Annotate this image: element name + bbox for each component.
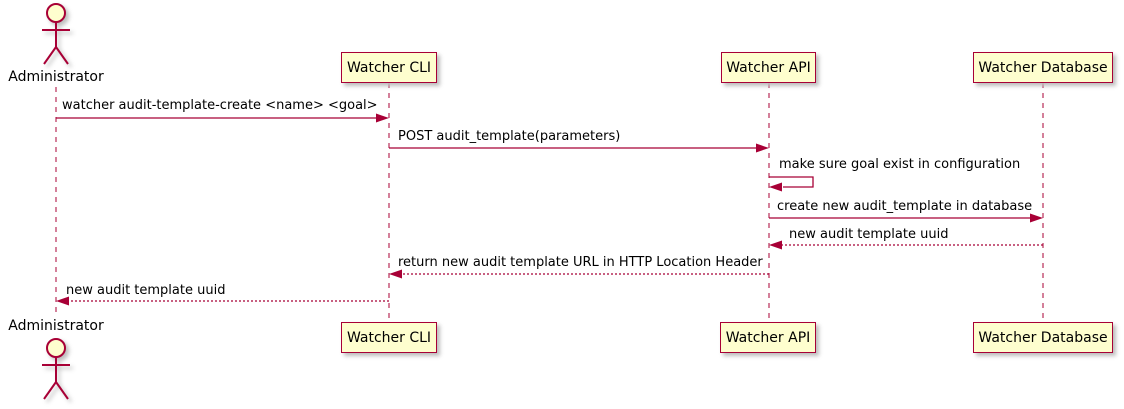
message-label-1: watcher audit-template-create <name> <go…: [62, 98, 378, 113]
actor-figure-bottom: [42, 338, 70, 400]
message-arrow-1: [56, 113, 389, 123]
actor-figure-top: [42, 3, 70, 65]
message-arrow-2: [389, 143, 769, 153]
participant-label: Watcher CLI: [346, 59, 432, 76]
participant-label: Watcher API: [726, 59, 811, 76]
participant-watcher-database-bottom: Watcher Database: [973, 322, 1113, 353]
message-arrow-5: [769, 240, 1043, 250]
participant-watcher-database-top: Watcher Database: [973, 52, 1113, 83]
message-label-7: new audit template uuid: [66, 283, 226, 298]
participant-label: Watcher Database: [978, 59, 1108, 76]
message-arrow-4: [769, 213, 1043, 223]
participant-watcher-cli-bottom: Watcher CLI: [341, 322, 437, 353]
message-label-4: create new audit_template in database: [777, 199, 1033, 214]
participant-label: Watcher API: [725, 329, 811, 346]
message-label-6: return new audit template URL in HTTP Lo…: [398, 255, 763, 270]
participant-label: Watcher CLI: [346, 329, 432, 346]
message-arrow-3-self: [769, 176, 814, 192]
actor-label-administrator-bottom: Administrator: [8, 318, 104, 334]
participant-watcher-cli-top: Watcher CLI: [341, 52, 437, 83]
participant-watcher-api-bottom: Watcher API: [720, 322, 816, 353]
message-label-5: new audit template uuid: [789, 227, 949, 242]
message-label-2: POST audit_template(parameters): [398, 129, 621, 144]
message-label-3: make sure goal exist in configuration: [779, 157, 1021, 172]
message-arrow-6: [389, 269, 769, 279]
participant-watcher-api-top: Watcher API: [721, 52, 816, 83]
message-arrow-7: [56, 296, 389, 306]
actor-label-administrator-top: Administrator: [8, 69, 104, 85]
participant-label: Watcher Database: [978, 329, 1108, 346]
